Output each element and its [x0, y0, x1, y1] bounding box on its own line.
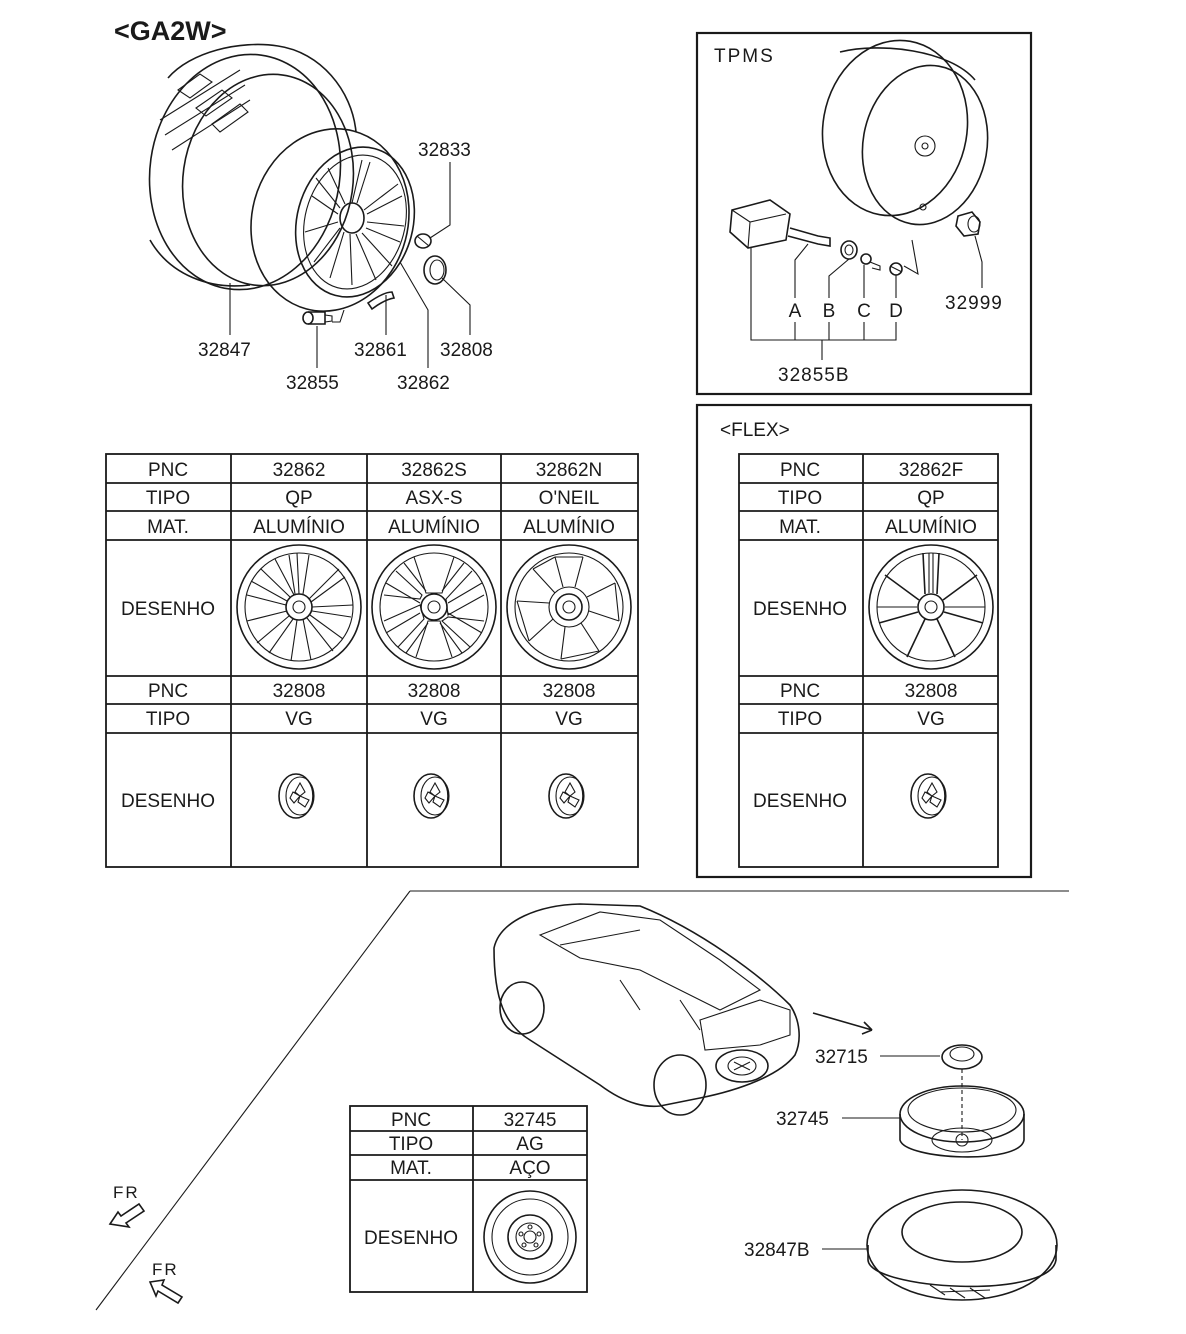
wheel-drawing	[250, 128, 416, 312]
col3-cap-tipo: VG	[555, 709, 582, 730]
arrow-to-spare	[812, 1012, 873, 1035]
row-label-mat: MAT.	[147, 517, 189, 538]
col3-tipo: O'NEIL	[539, 488, 600, 509]
callout-32745: 32745	[776, 1109, 829, 1130]
col1-mat: ALUMÍNIO	[253, 517, 345, 538]
flex-panel: <FLEX> PNC TIPO MAT. DESENHO PNC TIPO DE…	[695, 403, 1033, 879]
leader-lines	[229, 162, 471, 368]
spare-pnc: 32745	[504, 1110, 557, 1131]
rim-drawing-asx-s	[371, 544, 497, 670]
tpms-letter-c: C	[857, 301, 871, 322]
spare-section: 32715 32745 32847B PNC TIPO MAT. DESENHO…	[95, 890, 1069, 1311]
tpms-cap-drawing	[955, 211, 981, 237]
flex-row-label-cap-tipo: TIPO	[778, 709, 822, 730]
cap-32833-drawing	[414, 233, 432, 249]
spare-tipo: AG	[516, 1134, 543, 1155]
row-label-pnc: PNC	[148, 460, 188, 481]
tpms-nut-drawing	[860, 253, 881, 271]
row-label-cap-tipo: TIPO	[146, 709, 190, 730]
spare-holder-drawing	[941, 1044, 983, 1140]
col3-mat: ALUMÍNIO	[523, 517, 615, 538]
flex-row-label-tipo: TIPO	[778, 488, 822, 509]
front-direction-arrow-1: FR	[108, 1183, 146, 1229]
flex-pnc: 32862F	[899, 460, 963, 481]
spare-wheel-drawing	[899, 1085, 1025, 1158]
flex-row-label-cap-pnc: PNC	[780, 681, 820, 702]
center-cap-icon-3	[548, 773, 585, 819]
valve-drawing	[302, 311, 333, 325]
tpms-wheel-drawing	[821, 39, 989, 226]
callout-32847b: 32847B	[744, 1240, 810, 1261]
callout-32715: 32715	[815, 1047, 868, 1068]
col3-cap-pnc: 32808	[543, 681, 596, 702]
row-label-cap-desenho: DESENHO	[121, 791, 215, 812]
wheel-spec-table: PNC TIPO MAT. DESENHO PNC TIPO DESENHO 3…	[105, 453, 639, 868]
col1-tipo: QP	[285, 488, 312, 509]
center-cap-icon-flex	[910, 773, 947, 819]
col1-pnc: 32862	[273, 460, 326, 481]
flex-cap-pnc: 32808	[905, 681, 958, 702]
flex-mat: ALUMÍNIO	[885, 517, 977, 538]
spare-leaders	[822, 1055, 940, 1250]
fr-label-1: FR	[113, 1183, 140, 1202]
front-direction-arrow-2: FR	[148, 1260, 184, 1305]
flex-title: <FLEX>	[720, 420, 790, 441]
flex-cap-tipo: VG	[917, 709, 944, 730]
col2-pnc: 32862S	[401, 460, 467, 481]
rim-drawing-oneil	[506, 544, 632, 670]
col2-cap-tipo: VG	[420, 709, 447, 730]
spare-table: PNC TIPO MAT. DESENHO 32745 AG AÇO	[349, 1105, 588, 1293]
spare-row-label-pnc: PNC	[391, 1110, 431, 1131]
rim-drawing-flex	[868, 544, 994, 670]
callout-32999: 32999	[945, 293, 1003, 314]
col2-tipo: ASX-S	[405, 488, 462, 509]
flex-row-label-mat: MAT.	[779, 517, 821, 538]
tpms-sensor-drawing	[729, 199, 831, 249]
row-label-tipo: TIPO	[146, 488, 190, 509]
col1-cap-tipo: VG	[285, 709, 312, 730]
callout-32861: 32861	[354, 340, 407, 361]
wheel-assembly-diagram: <GA2W>	[114, 16, 493, 394]
spare-row-label-desenho: DESENHO	[364, 1228, 458, 1249]
tpms-letter-d: D	[889, 301, 903, 322]
tpms-letter-b: B	[823, 301, 836, 322]
callout-32847: 32847	[198, 340, 251, 361]
row-label-cap-pnc: PNC	[148, 681, 188, 702]
col1-cap-pnc: 32808	[273, 681, 326, 702]
callout-32862: 32862	[397, 373, 450, 394]
col3-pnc: 32862N	[536, 460, 603, 481]
center-cap-icon-2	[413, 773, 450, 819]
row-label-desenho: DESENHO	[121, 599, 215, 620]
vehicle-drawing	[493, 903, 800, 1116]
col2-cap-pnc: 32808	[408, 681, 461, 702]
rim-drawing-qp	[236, 544, 362, 670]
callout-32833: 32833	[418, 140, 471, 161]
spare-tire-drawing	[866, 1189, 1058, 1301]
flex-row-label-desenho: DESENHO	[753, 599, 847, 620]
model-code: <GA2W>	[114, 16, 227, 46]
flex-row-label-pnc: PNC	[780, 460, 820, 481]
steel-wheel-drawing	[483, 1190, 577, 1284]
spare-row-label-mat: MAT.	[390, 1158, 432, 1179]
flex-tipo: QP	[917, 488, 944, 509]
center-cap-icon-1	[278, 773, 315, 819]
tpms-letter-a: A	[789, 301, 802, 322]
callout-32808: 32808	[440, 340, 493, 361]
flex-row-label-cap-desenho: DESENHO	[753, 791, 847, 812]
col2-mat: ALUMÍNIO	[388, 517, 480, 538]
spare-row-label-tipo: TIPO	[389, 1134, 433, 1155]
tpms-leaders	[750, 235, 983, 360]
callout-32855b: 32855B	[778, 365, 850, 386]
balance-weight-drawing	[366, 291, 396, 311]
fr-label-2: FR	[152, 1260, 179, 1279]
tpms-panel: TPMS	[695, 31, 1033, 396]
tpms-core-drawing	[889, 262, 903, 276]
tpms-title: TPMS	[714, 46, 775, 67]
tire-drawing	[148, 43, 357, 291]
tpms-seal-drawing	[840, 240, 858, 260]
callout-32855: 32855	[286, 373, 339, 394]
spare-mat: AÇO	[509, 1158, 550, 1179]
center-cap-drawing	[423, 255, 447, 285]
